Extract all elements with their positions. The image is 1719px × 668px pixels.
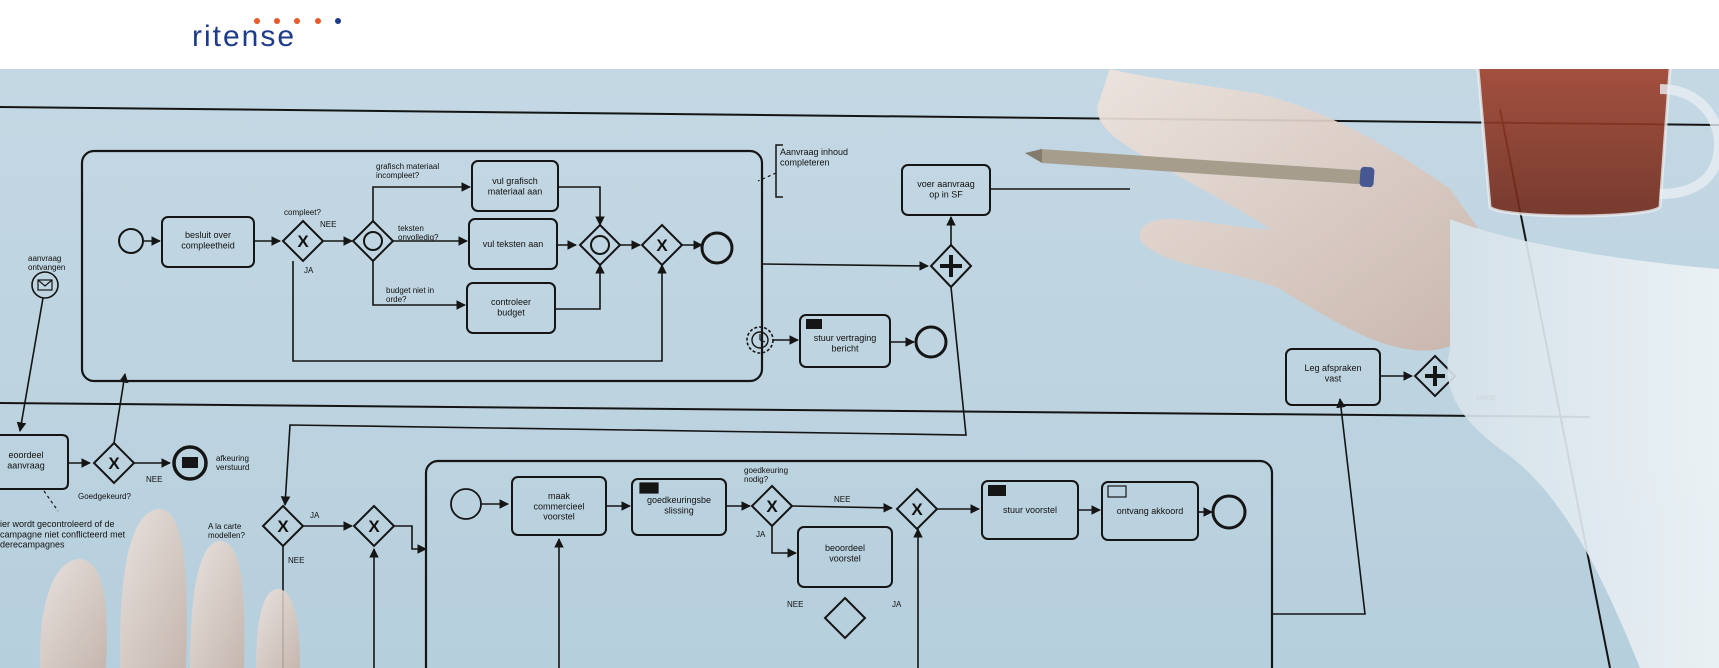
- logo-dot: [254, 18, 260, 24]
- label-compleet: compleet?: [284, 208, 321, 217]
- logo-dots: [192, 14, 348, 24]
- label-ja: JA: [892, 600, 902, 609]
- gateway-carte: X: [261, 504, 305, 548]
- tea-glass: [1476, 69, 1719, 218]
- gateway-merge-2: X: [895, 487, 939, 531]
- logo-dot: [294, 18, 300, 24]
- label-nee: NEE: [787, 600, 803, 609]
- subprocess-upper: [80, 149, 764, 383]
- task-label: ontvang akkoord: [1117, 506, 1184, 516]
- label-nee: NEE: [320, 220, 336, 229]
- message-end-event: [172, 445, 208, 481]
- task-label: vul teksten aan: [483, 239, 544, 249]
- svg-text:X: X: [277, 517, 289, 536]
- task-label: stuur voorstel: [1003, 505, 1057, 515]
- svg-text:X: X: [368, 517, 380, 536]
- svg-text:X: X: [766, 497, 778, 516]
- task-stuur-voorstel: stuur voorstel: [981, 480, 1079, 540]
- label-ja: JA: [304, 266, 314, 275]
- logo-dot: [335, 18, 341, 24]
- fingers-bottom-left: [39, 509, 300, 668]
- task-vul-teksten: vul teksten aan: [468, 218, 558, 270]
- start-event: [450, 488, 482, 520]
- gateway-x: X: [297, 232, 309, 251]
- end-event: [700, 231, 734, 265]
- label-nee: NEE: [288, 556, 304, 565]
- gateway-bottom: [823, 596, 867, 640]
- logo-wordmark: ritense: [192, 20, 297, 53]
- gateway-join: [578, 223, 622, 267]
- svg-text:X: X: [108, 454, 120, 473]
- label-ja: JA: [310, 511, 320, 520]
- gateway-goedkeuring-nodig: X: [750, 484, 794, 528]
- label-goedgekeurd: Goedgekeurd?: [78, 492, 131, 501]
- gateway-xor-join: X: [640, 223, 684, 267]
- task-ontvang-akkoord: ontvang akkoord: [1101, 481, 1199, 541]
- gateway-goedgekeurd: X: [92, 441, 136, 485]
- ritense-logo[interactable]: ritense: [192, 14, 348, 54]
- start-event: [118, 228, 144, 254]
- label-nee: NEE: [834, 495, 850, 504]
- svg-text:X: X: [656, 236, 668, 255]
- site-header: ritense: [0, 0, 1719, 69]
- logo-dot: [274, 18, 280, 24]
- gateway-inclusive: [351, 219, 395, 263]
- logo-dot: [315, 18, 321, 24]
- label-nee: NEE: [146, 475, 162, 484]
- subprocess-lower: [424, 459, 1274, 668]
- hand-with-pen: [1025, 69, 1719, 668]
- message-start-event: [31, 271, 59, 299]
- end-event: [1211, 494, 1247, 530]
- gateway-merge: X: [352, 504, 396, 548]
- gateway-parallel: [929, 243, 973, 289]
- gateway-compleet: X: [281, 219, 325, 263]
- svg-text:X: X: [911, 500, 923, 519]
- timer-event: [746, 326, 774, 354]
- end-event: [914, 325, 948, 359]
- label-ja: JA: [756, 530, 766, 539]
